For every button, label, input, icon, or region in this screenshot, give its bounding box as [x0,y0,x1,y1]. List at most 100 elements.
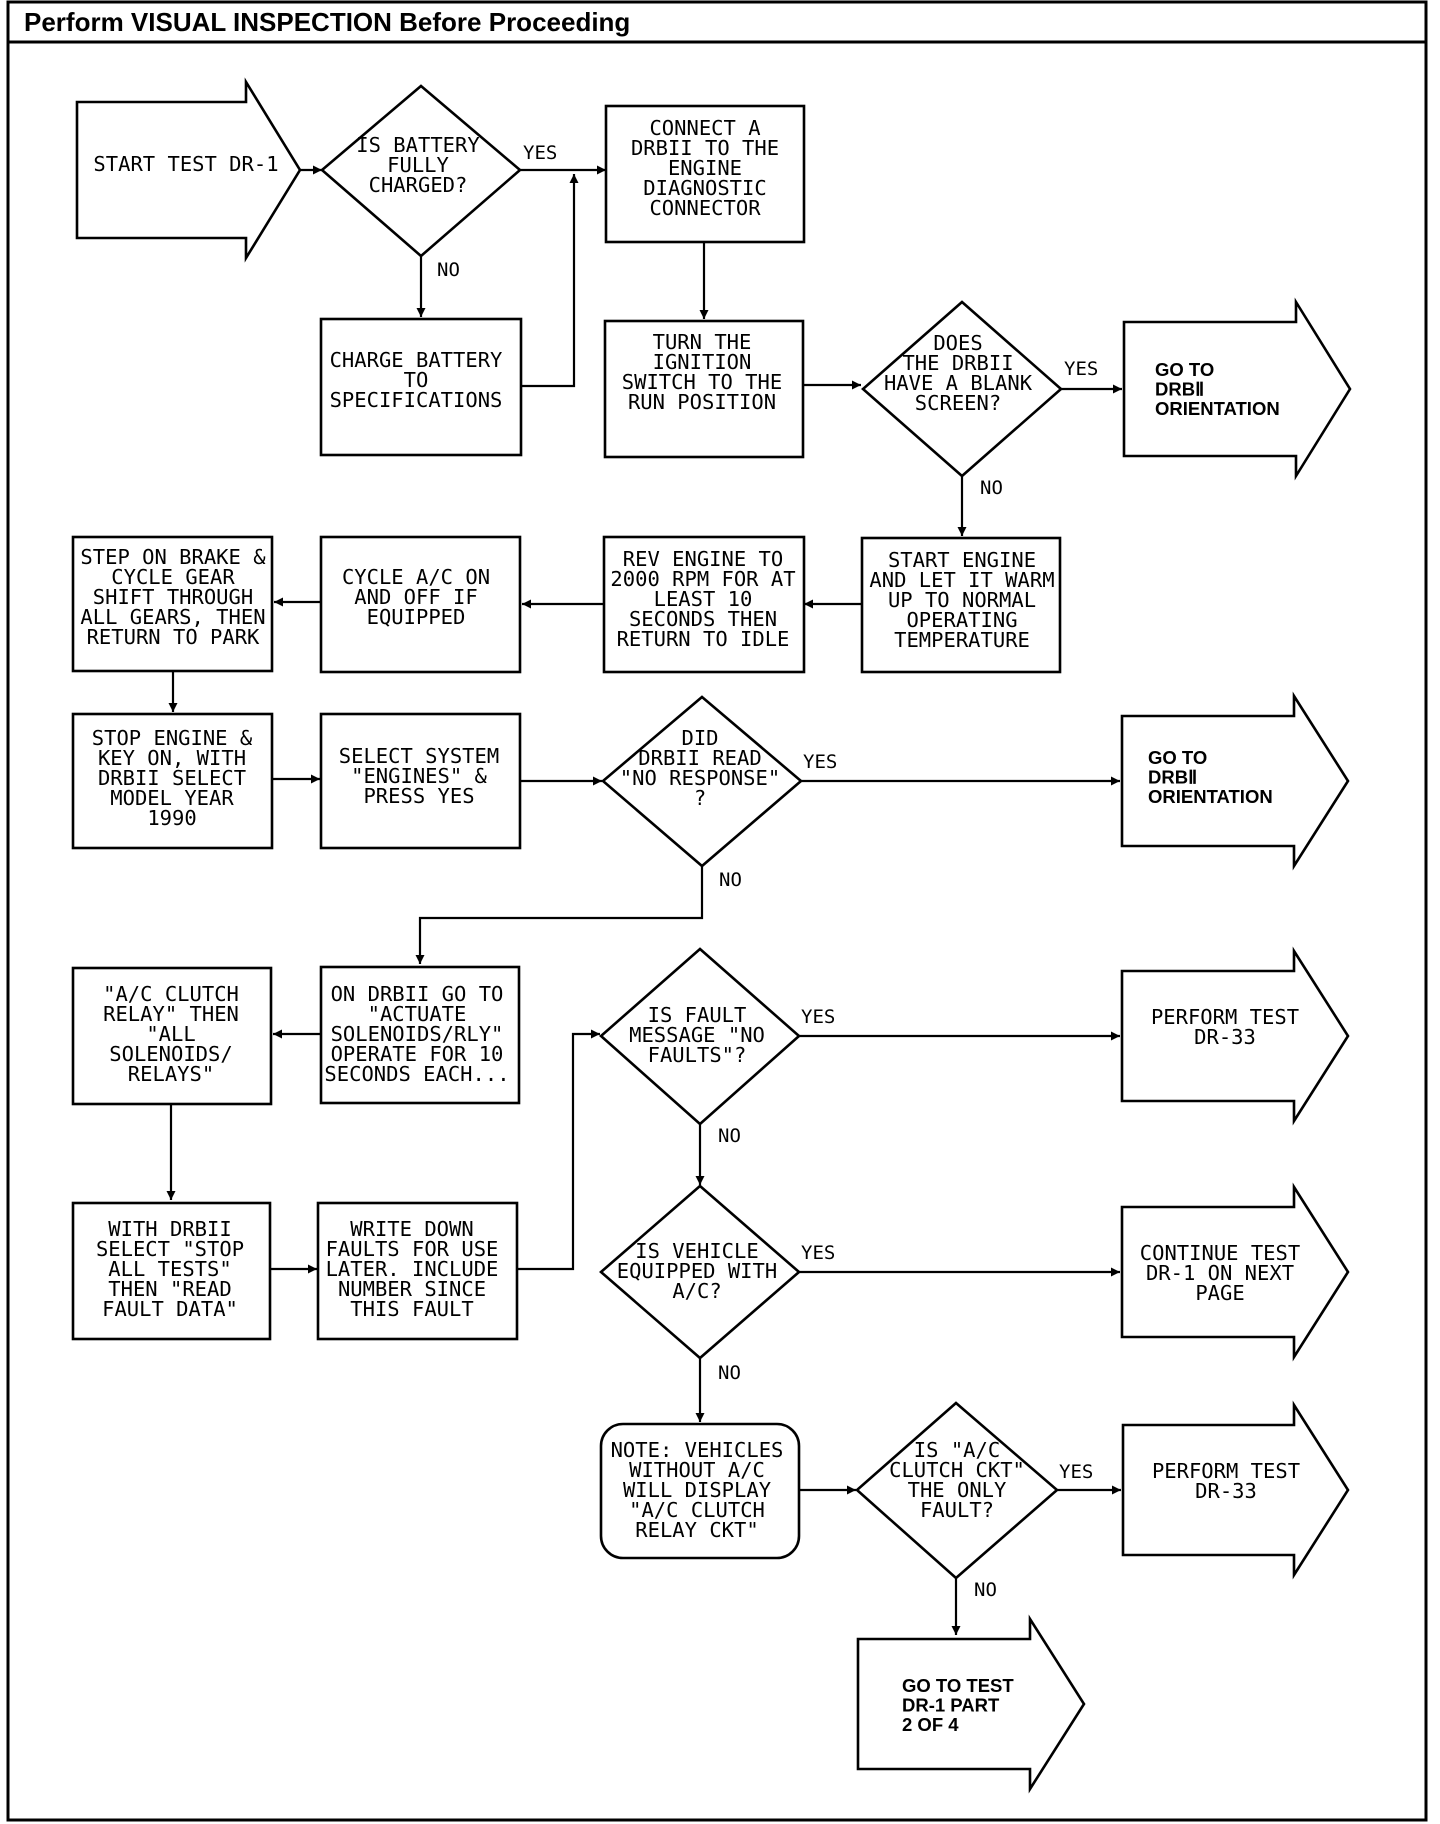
node-text-line: "ACTUATE [368,1002,467,1026]
node-text-line: SELECT "STOP [96,1237,244,1261]
node-text-line: UP TO NORMAL [888,588,1036,612]
select-system-box [319,712,522,850]
edge-label-noresp-no: NO [719,869,742,891]
node-text-line: MODEL YEAR [110,786,234,810]
edge-label-clutch-no: NO [974,1579,997,1601]
node-text-line: LEAST 10 [654,587,753,611]
node-text-line: RELAYS" [128,1062,214,1086]
node-text-line: "A/C CLUTCH [103,982,239,1006]
charge-battery-box [319,317,523,457]
stop-engine-box [71,712,274,850]
node-text-line: WITHOUT A/C [629,1458,765,1482]
node-text-line: WRITE DOWN [350,1217,473,1241]
node-text-line: SHIFT THROUGH [93,585,253,609]
node-text-line: DR-1 PART [902,1695,1000,1716]
node-text-line: STEP ON BRAKE & [80,545,266,569]
node-text-line: SECONDS EACH... [324,1062,509,1086]
node-text-line: RELAY" THEN [103,1002,239,1026]
node-text-line: SOLENOIDS/ [109,1042,232,1066]
node-text-line: OPERATING [906,608,1017,632]
select-system-text: SELECT SYSTEM"ENGINES" &PRESS YES [339,744,499,808]
node-text-line: DR-1 ON NEXT [1146,1261,1294,1285]
node-text-line: IGNITION [653,350,752,374]
node-text-line: CYCLE GEAR [111,565,235,589]
header-title: Perform VISUAL INSPECTION Before Proceed… [24,7,630,37]
blank-screen-decision [861,300,1063,478]
node-text-line: ALL TESTS" [108,1257,231,1281]
node-text-line: ALL GEARS, THEN [80,605,265,629]
node-text-line: SECONDS THEN [629,607,777,631]
edge-label-blank-no: NO [980,477,1003,499]
edge-label-blank-yes: YES [1064,358,1098,380]
node-text-line: RETURN TO PARK [87,625,260,649]
node-text-line: DR-33 [1195,1479,1257,1503]
node-text-line: CYCLE A/C ON [342,565,490,589]
node-text-line: "ALL [146,1022,195,1046]
node-text-line: RUN POSITION [628,390,776,414]
node-text-line: PRESS YES [363,784,474,808]
node-text-line: DRBII TO THE [631,136,779,160]
node-text-line: START ENGINE [888,548,1036,572]
node-text-line: IS FAULT [648,1003,747,1027]
start-terminal [75,77,302,263]
node-text-line: PERFORM TEST [1151,1005,1299,1029]
continue-test-terminal [1120,1182,1350,1362]
start-test-text: START TEST DR-1 [93,152,278,176]
node-text-line: GO TO [1155,359,1214,380]
node-text-line: SELECT SYSTEM [339,744,499,768]
perform-test-dr33-terminal-1 [1120,946,1350,1126]
node-text-line: CHARGED? [369,173,468,197]
cycle-ac-box [319,535,522,674]
node-text-line: SCREEN? [915,391,1001,415]
node-text-line: DID [681,726,718,750]
goto-part2-terminal [856,1614,1086,1794]
connectors [166,165,1122,1635]
connect-drbii-box [604,104,806,244]
node-text-line: DIAGNOSTIC [643,176,766,200]
note-vehicles-box [599,1422,801,1560]
node-text-line: START TEST DR-1 [93,152,278,176]
no-response-decision [600,695,804,868]
node-text-line: CLUTCH CKT" [889,1458,1025,1482]
node-text-line: THEN "READ [108,1277,231,1301]
edge-label-fault-yes: YES [801,1006,835,1028]
node-text-line: EQUIPPED WITH [617,1259,777,1283]
battery-decision [320,84,522,258]
node-text-line: WILL DISPLAY [623,1478,771,1502]
node-text-line: PERFORM TEST [1152,1459,1300,1483]
node-text-line: GO TO [1148,747,1207,768]
node-text-line: ON DRBII GO TO [331,982,504,1006]
goto-orientation-terminal-2 [1120,691,1350,871]
turn-ignition-box [603,319,805,459]
node-text-line: ORIENTATION [1155,398,1280,419]
node-text-line: IS BATTERY [356,133,479,157]
node-text-line: PAGE [1195,1281,1244,1305]
node-text-line: FAULTS FOR USE [326,1237,499,1261]
node-text-line: STOP ENGINE & [92,726,253,750]
goto-orientation-terminal-1 [1122,297,1352,481]
node-text-line: TURN THE [653,330,752,354]
node-text-line: DR-33 [1194,1025,1256,1049]
step-on-brake-box [71,535,274,673]
rev-engine-box [602,535,806,674]
node-text-line: ? [694,786,706,810]
node-text-line: RELAY CKT" [635,1518,758,1542]
